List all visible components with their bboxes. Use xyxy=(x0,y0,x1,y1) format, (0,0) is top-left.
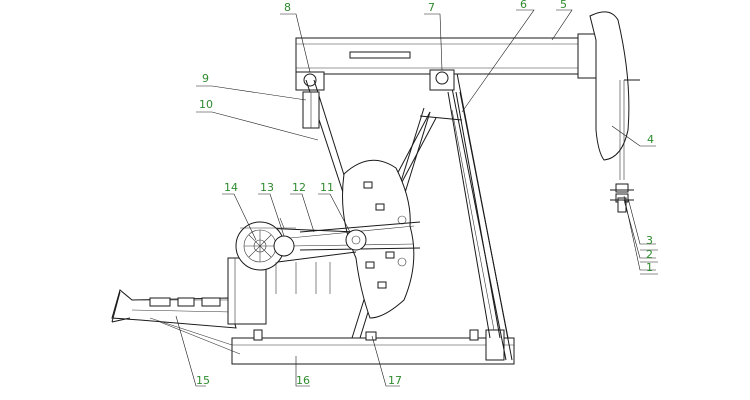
label-11: 11 xyxy=(320,181,334,194)
base-frame xyxy=(231,329,515,365)
belt-drive xyxy=(235,217,421,294)
label-2: 2 xyxy=(646,248,653,261)
label-10: 10 xyxy=(199,98,213,111)
label-15: 15 xyxy=(196,374,210,387)
label-5: 5 xyxy=(560,0,567,11)
label-1: 1 xyxy=(646,261,653,274)
crank-counterweight xyxy=(342,159,415,319)
label-17: 17 xyxy=(388,374,402,387)
label-4: 4 xyxy=(647,133,654,146)
carrier-bar xyxy=(610,183,634,213)
label-16: 16 xyxy=(296,374,310,387)
horse-head xyxy=(589,11,640,180)
label-7: 7 xyxy=(428,1,435,14)
label-6: 6 xyxy=(520,0,527,11)
label-8: 8 xyxy=(284,1,291,14)
label-12: 12 xyxy=(292,181,306,194)
label-9: 9 xyxy=(202,72,209,85)
label-3: 3 xyxy=(646,234,653,247)
label-14: 14 xyxy=(224,181,238,194)
leader-lines xyxy=(175,9,658,387)
motor-skid xyxy=(111,257,267,355)
part-labels: 8 7 6 5 4 9 10 11 12 13 14 3 2 1 15 16 1… xyxy=(196,0,654,387)
label-13: 13 xyxy=(260,181,274,194)
